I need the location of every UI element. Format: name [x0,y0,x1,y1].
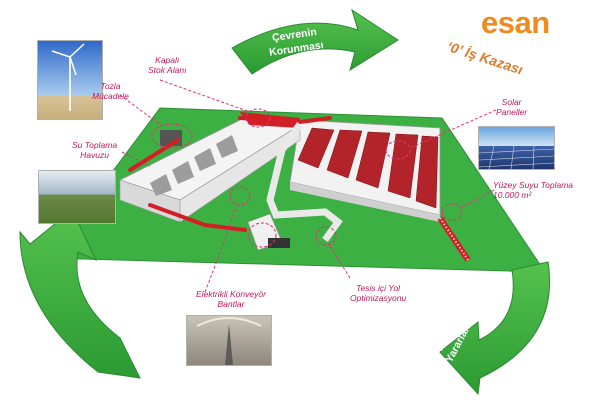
label-kapali: Kapalı Stok Alanı [148,55,187,76]
label-su-toplama: Su Toplama Havuzu [72,140,118,161]
wind-turbine-photo [37,40,103,120]
solar-panels-photo [478,126,555,170]
esan-logo: esan [481,5,550,40]
label-yol-line2: Optimizasyonu [350,292,407,303]
label-tozla-line1: Tozla [100,81,121,91]
label-su-line1: Su Toplama [72,140,118,150]
label-tozla: Tozla Mücadele [92,81,129,102]
label-solar-line2: Paneller [496,106,528,117]
label-konveyor: Elektrikli Konveyör Bantlar [196,289,266,310]
label-yol: Tesis içi Yol Optimizasyonu [350,283,407,304]
label-yuzey-line1: Yüzey Suyu Toplama [493,180,574,190]
label-solar-line1: Solar [501,97,522,107]
surface-water-channel [437,216,471,262]
label-yuzey-suyu: Yüzey Suyu Toplama 10.000 m² [493,180,574,201]
label-kapali-line1: Kapalı [155,55,180,65]
label-solar: Solar Paneller [496,97,528,118]
label-su-line2: Havuzu [80,149,109,160]
conveyor-photo [186,315,272,366]
arrow-top [231,8,399,75]
conveyor-line-1 [238,116,332,125]
truck [268,238,290,248]
label-yuzey-line2: 10.000 m² [493,189,532,200]
label-tozla-line2: Mücadele [92,90,129,101]
arrow-right [439,261,551,396]
solar-building [289,119,441,222]
label-konveyor-line1: Elektrikli Konveyör [196,289,266,299]
arrow-left [19,209,141,379]
label-yol-line1: Tesis içi Yol [356,283,401,293]
conveyor-line-2 [148,203,247,232]
water-pool-photo [38,170,116,224]
site-road [266,122,343,243]
label-konveyor-line2: Bantlar [217,298,245,309]
label-kapali-line2: Stok Alanı [148,64,187,75]
